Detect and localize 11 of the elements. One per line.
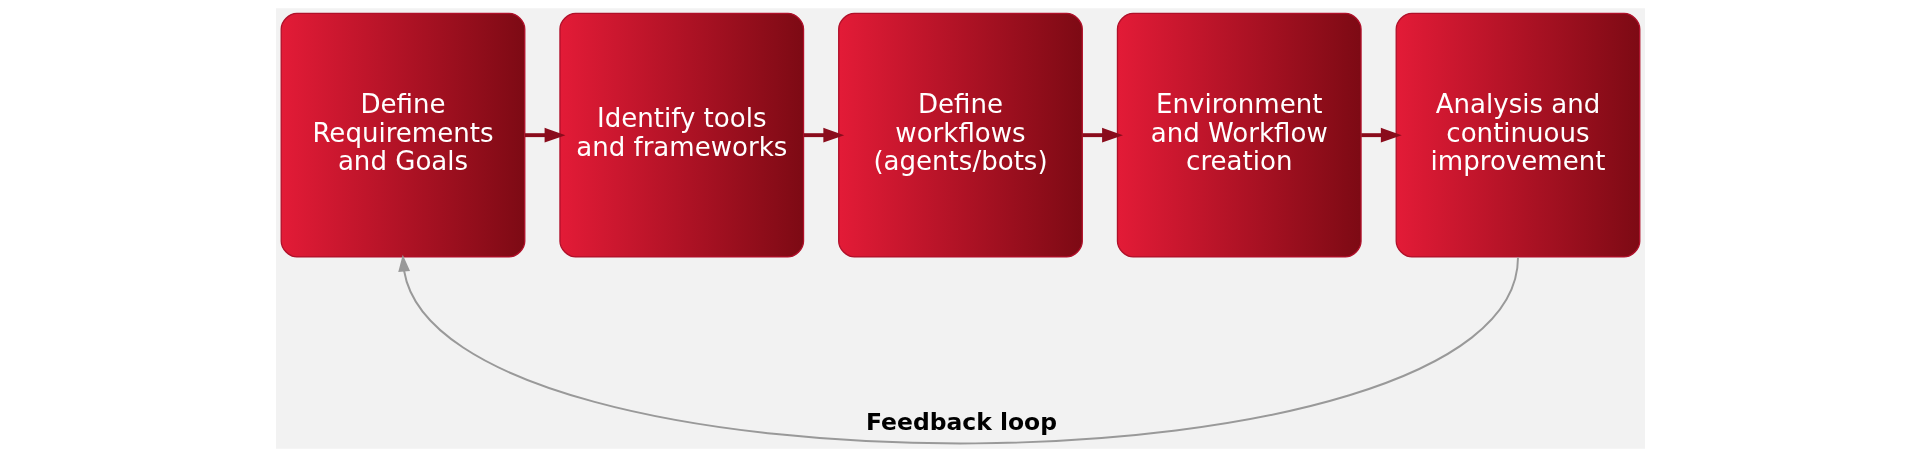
edge-label: Feedback loop [865, 408, 1057, 437]
node-box: Environment and Workflow creation [1116, 12, 1362, 258]
arrow [397, 254, 1519, 445]
arrow [803, 127, 844, 143]
node-box: Analysis and continuous improvement [1395, 12, 1640, 258]
node-box: Identify tools and frameworks [558, 12, 804, 258]
node-box: Define Requirements and Goals [280, 12, 525, 258]
arrow [1360, 127, 1402, 143]
arrow [524, 127, 565, 143]
arrow [1082, 127, 1123, 143]
node-box: Define workflows (agents/bots) [837, 12, 1083, 258]
